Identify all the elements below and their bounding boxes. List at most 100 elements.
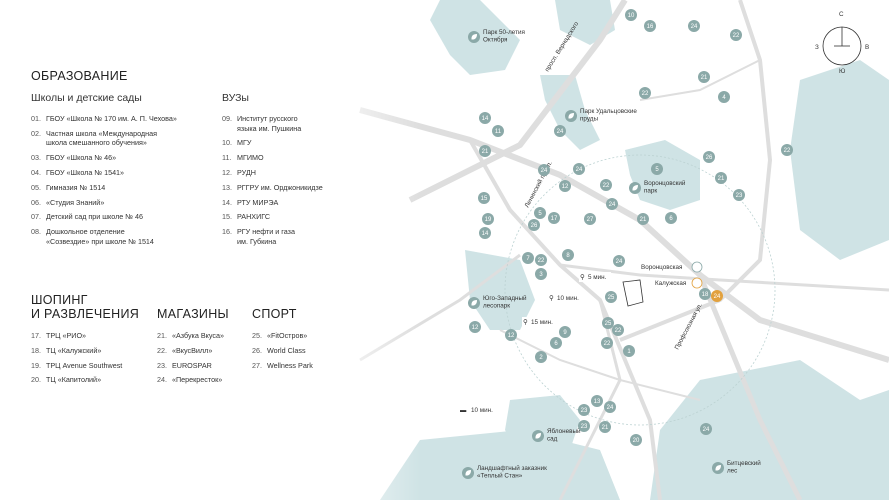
poi-marker[interactable]: 2 xyxy=(535,351,547,363)
poi-marker[interactable]: 16 xyxy=(644,20,656,32)
poi-marker[interactable]: 19 xyxy=(482,213,494,225)
poi-marker[interactable]: 10 xyxy=(625,9,637,21)
marker-number: 21 xyxy=(640,217,647,223)
marker-number: 24 xyxy=(576,167,583,173)
poi-marker[interactable]: 13 xyxy=(591,395,603,407)
poi-marker[interactable]: 22 xyxy=(639,87,651,99)
poi-marker[interactable]: 26 xyxy=(528,219,540,231)
poi-marker[interactable]: 24 xyxy=(688,20,700,32)
poi-marker[interactable]: 23 xyxy=(733,189,745,201)
poi-marker[interactable]: 27 xyxy=(584,213,596,225)
item-label: РГГРУ им. Орджоникидзе xyxy=(237,182,323,192)
poi-marker[interactable]: 21 xyxy=(637,213,649,225)
poi-marker[interactable]: 18 xyxy=(699,288,711,300)
list-item: 23.EUROSPAR xyxy=(157,361,252,371)
marker-number: 25 xyxy=(608,295,615,301)
park-name: лесопарк xyxy=(483,303,510,310)
poi-marker[interactable]: 22 xyxy=(535,254,547,266)
poi-marker[interactable]: 14 xyxy=(479,112,491,124)
marker-dot xyxy=(698,71,710,83)
poi-marker[interactable]: 14 xyxy=(479,227,491,239)
poi-marker[interactable]: 24 xyxy=(554,125,566,137)
poi-marker[interactable]: 5 xyxy=(534,207,546,219)
poi-marker[interactable]: 7 xyxy=(522,252,534,264)
marker-number: 23 xyxy=(736,193,743,199)
poi-marker[interactable]: 26 xyxy=(703,151,715,163)
poi-marker[interactable]: 8 xyxy=(562,249,574,261)
project-site-icon[interactable] xyxy=(622,279,644,307)
marker-number: 21 xyxy=(701,75,708,81)
travel-label: 10 мин. xyxy=(557,295,579,302)
poi-marker[interactable]: 22 xyxy=(781,144,793,156)
marker-number: 22 xyxy=(642,91,649,97)
poi-marker[interactable]: 4 xyxy=(718,91,730,103)
poi-marker[interactable]: 21 xyxy=(715,172,727,184)
marker-number: 23 xyxy=(581,408,588,414)
poi-marker[interactable]: 25 xyxy=(602,317,614,329)
marker-dot xyxy=(730,29,742,41)
poi-marker[interactable]: 24 xyxy=(573,163,585,175)
poi-marker[interactable]: 12 xyxy=(469,321,481,333)
poi-marker[interactable]: 17 xyxy=(548,212,560,224)
poi-marker[interactable]: 22 xyxy=(612,324,624,336)
leaf-shape xyxy=(471,300,477,306)
marker-dot xyxy=(573,163,585,175)
poi-marker[interactable]: 24 xyxy=(613,255,625,267)
item-label: ТРЦ «РИО» xyxy=(46,331,87,340)
poi-marker[interactable]: 23 xyxy=(578,404,590,416)
poi-marker[interactable]: 22 xyxy=(730,29,742,41)
poi-marker[interactable]: 12 xyxy=(505,329,517,341)
item-number: 22. xyxy=(157,345,167,355)
marker-dot xyxy=(535,254,547,266)
list-item: 16.РГУ нефти и газа им. Губкина xyxy=(222,227,342,246)
poi-marker[interactable]: 12 xyxy=(559,180,571,192)
metro-vorontsovskaya[interactable]: Воронцовская xyxy=(641,261,703,273)
marker-dot xyxy=(469,321,481,333)
poi-marker[interactable]: 1 xyxy=(623,345,635,357)
poi-marker[interactable]: 21 xyxy=(479,145,491,157)
marker-number: 21 xyxy=(602,425,609,431)
car-icon: ▬ xyxy=(460,407,467,414)
poi-marker[interactable]: 25 xyxy=(605,291,617,303)
poi-marker[interactable]: 15 xyxy=(478,192,490,204)
poi-marker[interactable]: 9 xyxy=(559,326,571,338)
poi-marker[interactable]: 24 xyxy=(711,290,723,302)
poi-marker[interactable]: 24 xyxy=(606,198,618,210)
list-item: 02.Частная школа «Международная школа см… xyxy=(31,129,206,148)
poi-marker[interactable]: 22 xyxy=(601,337,613,349)
poi-marker[interactable]: 11 xyxy=(492,125,504,137)
item-number: 19. xyxy=(31,360,41,370)
metro-label: Калужская xyxy=(655,280,686,287)
park-name: Парк Удальцовские xyxy=(580,108,637,115)
poi-marker[interactable]: 24 xyxy=(700,423,712,435)
poi-marker[interactable]: 24 xyxy=(538,164,550,176)
marker-dot xyxy=(550,337,562,349)
item-label: World Class xyxy=(267,345,306,355)
list-item: 07.Детский сад при школе № 46 xyxy=(31,212,206,222)
marker-number: 24 xyxy=(609,202,616,208)
poi-marker[interactable]: 23 xyxy=(578,420,590,432)
poi-marker[interactable]: 6 xyxy=(665,212,677,224)
item-number: 02. xyxy=(31,128,41,138)
marker-dot xyxy=(538,164,550,176)
marker-dot xyxy=(599,421,611,433)
poi-marker[interactable]: 22 xyxy=(600,179,612,191)
list-item: 21.«Азбука Вкуса» xyxy=(157,331,252,341)
poi-marker[interactable]: 5 xyxy=(651,163,663,175)
item-label: Детский сад при школе № 46 xyxy=(46,212,144,222)
poi-marker[interactable]: 20 xyxy=(630,434,642,446)
list-item: 17.ТРЦ «РИО» xyxy=(31,331,151,341)
poi-marker[interactable]: 6 xyxy=(550,337,562,349)
list-item: 25.«FitОстров» xyxy=(252,331,352,341)
marker-dot xyxy=(612,324,624,336)
poi-marker[interactable]: 21 xyxy=(698,71,710,83)
metro-kaluzhskaya[interactable]: Калужская xyxy=(655,277,703,289)
poi-marker[interactable]: 21 xyxy=(599,421,611,433)
item-number: 04. xyxy=(31,167,41,177)
marker-number: 6 xyxy=(669,216,673,222)
poi-marker[interactable]: 24 xyxy=(604,401,616,413)
poi-marker[interactable]: 3 xyxy=(535,268,547,280)
